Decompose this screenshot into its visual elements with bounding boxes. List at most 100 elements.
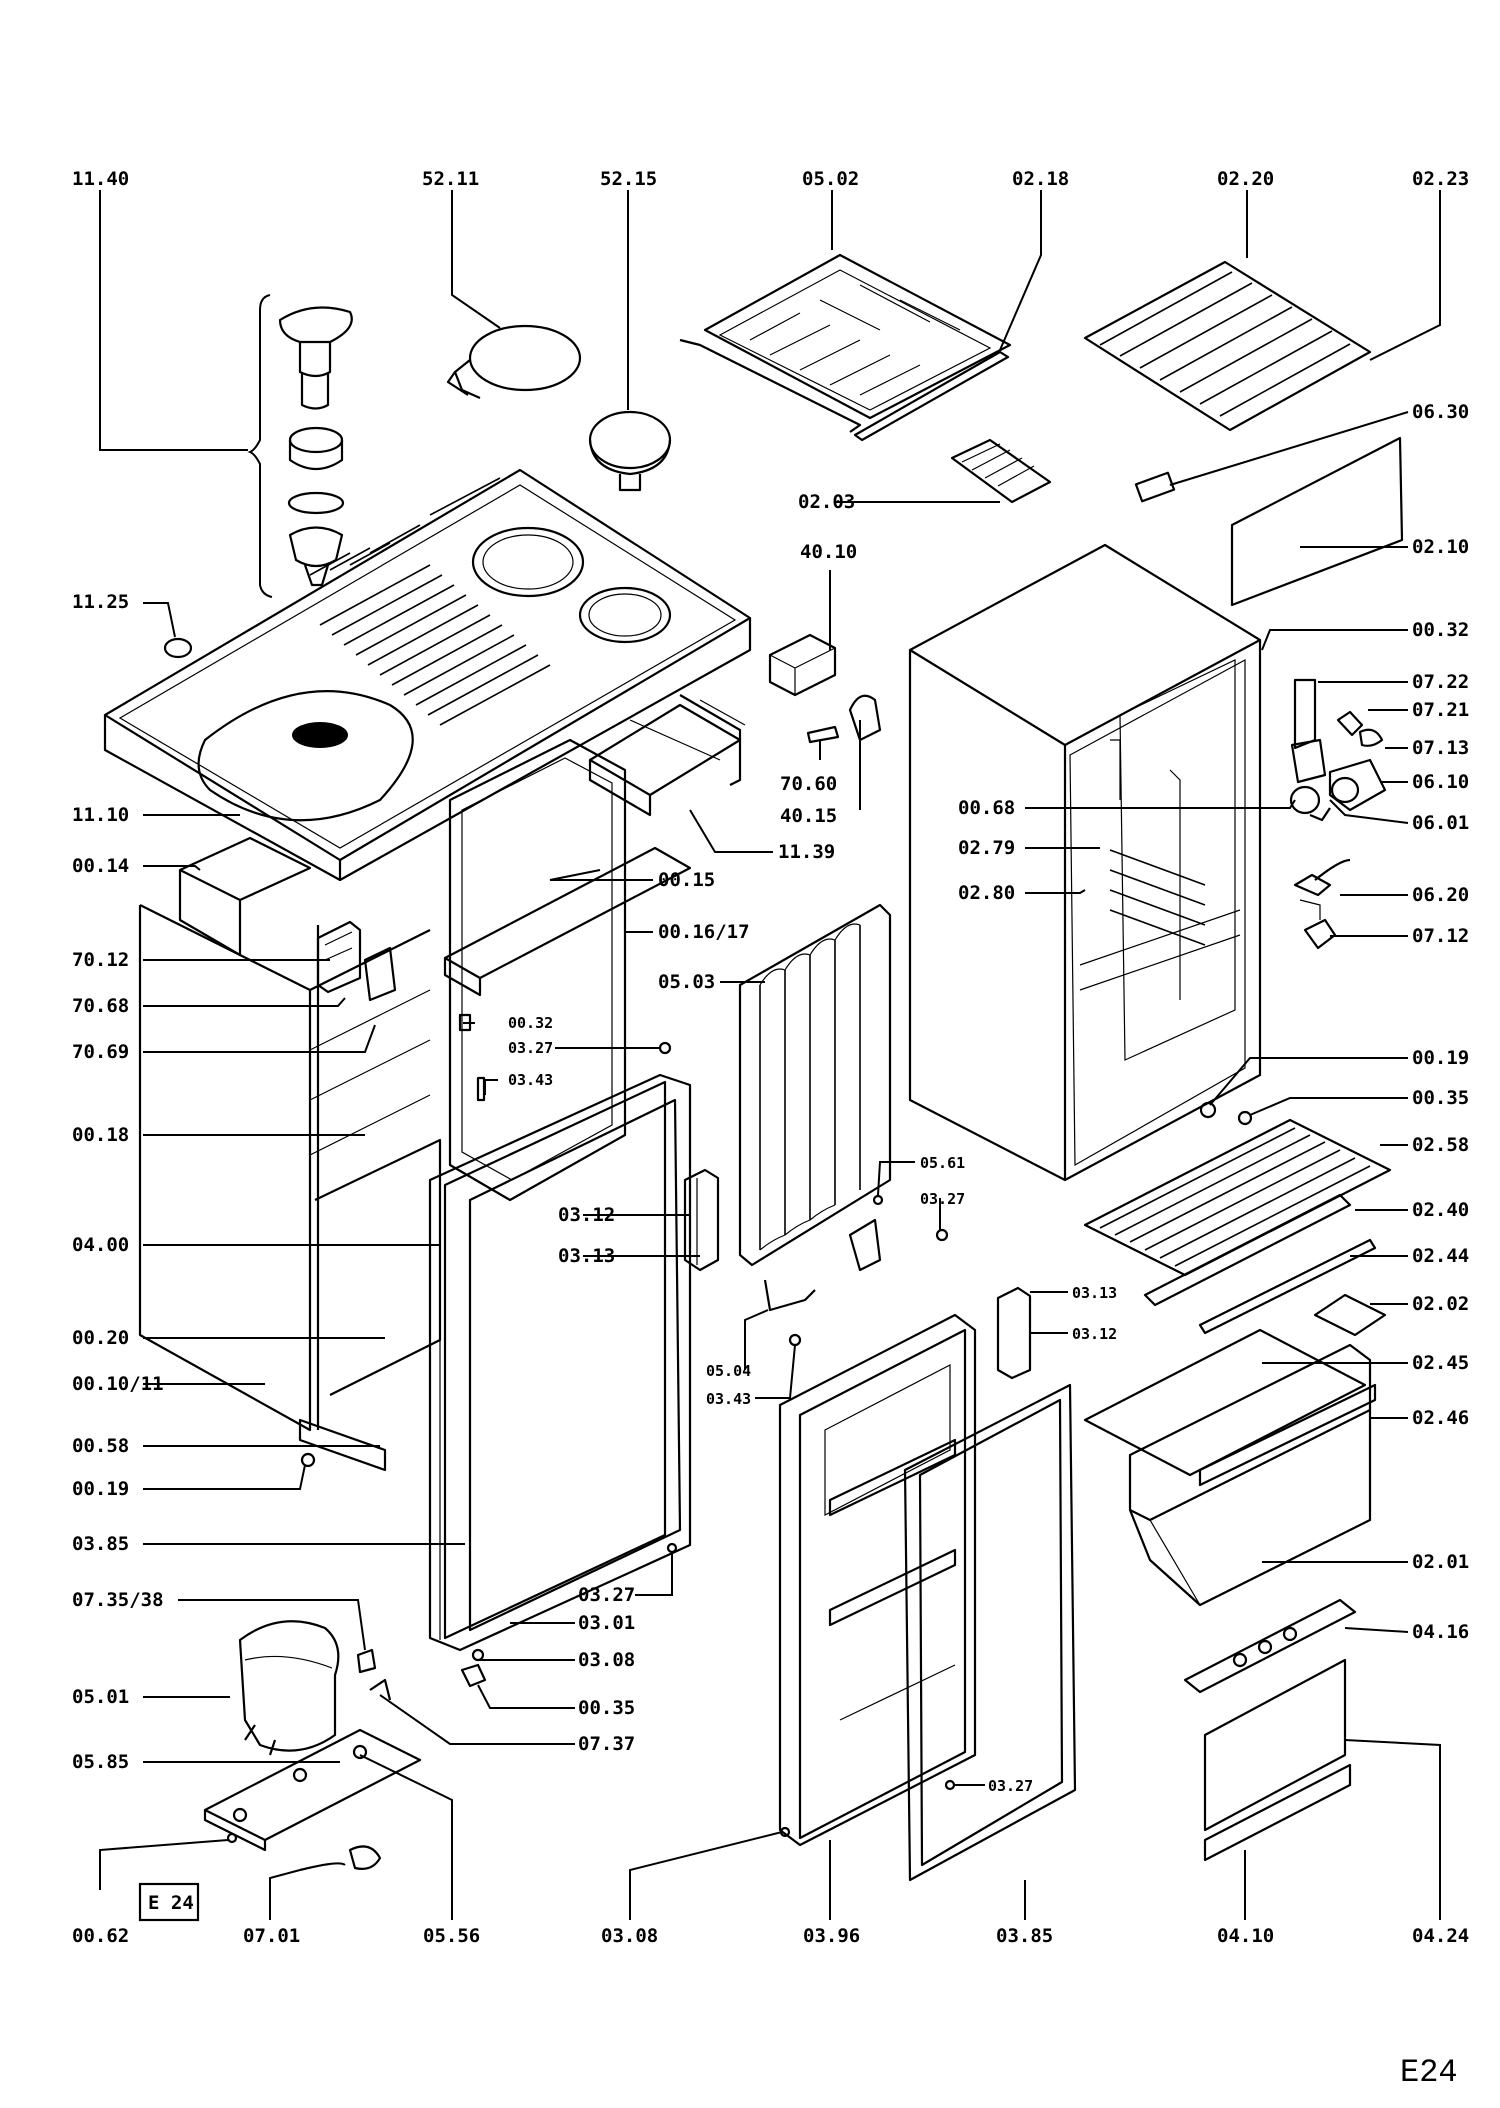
page-code-box: E 24 bbox=[138, 1882, 200, 1922]
page-code-box-label: E 24 bbox=[148, 1892, 194, 1914]
label-03-27a: 03.27 bbox=[508, 1039, 553, 1057]
label-11-10: 11.10 bbox=[72, 804, 129, 826]
label-02-23: 02.23 bbox=[1412, 168, 1469, 190]
label-70-60: 70.60 bbox=[780, 773, 837, 795]
label-05-02: 05.02 bbox=[802, 168, 859, 190]
screw-03-27-b bbox=[944, 1779, 956, 1791]
label-00-68: 00.68 bbox=[958, 797, 1015, 819]
label-05-03: 05.03 bbox=[658, 971, 715, 993]
label-02-44: 02.44 bbox=[1412, 1245, 1469, 1267]
control-panel-04-16 bbox=[1183, 1598, 1357, 1694]
door-gasket-03-85 bbox=[903, 1383, 1077, 1882]
label-03-13a: 03.13 bbox=[558, 1245, 615, 1267]
screw-03-27-a bbox=[666, 1542, 678, 1554]
label-70-12: 70.12 bbox=[72, 949, 129, 971]
label-05-04: 05.04 bbox=[706, 1362, 751, 1380]
label-06-01: 06.01 bbox=[1412, 812, 1469, 834]
label-00-62: 00.62 bbox=[72, 1925, 129, 1947]
thermostat-40-10 bbox=[768, 633, 837, 697]
label-00-35a: 00.35 bbox=[1412, 1087, 1469, 1109]
label-03-08a: 03.08 bbox=[578, 1649, 635, 1671]
foot-00-19-right bbox=[1199, 1101, 1217, 1119]
label-02-40: 02.40 bbox=[1412, 1199, 1469, 1221]
label-00-14: 00.14 bbox=[72, 855, 129, 877]
knob-40-15 bbox=[848, 694, 882, 742]
crisper-lid-02-02 bbox=[1313, 1293, 1387, 1337]
condenser-05-03 bbox=[738, 903, 892, 1312]
label-07-37: 07.37 bbox=[578, 1733, 635, 1755]
label-02-02: 02.02 bbox=[1412, 1293, 1469, 1315]
label-00-35b: 00.35 bbox=[578, 1697, 635, 1719]
crisper-drawer-02-01 bbox=[1128, 1343, 1377, 1607]
label-03-27b: 03.27 bbox=[920, 1190, 965, 1208]
label-00-16-17: 00.16/17 bbox=[658, 921, 750, 943]
label-05-61: 05.61 bbox=[920, 1154, 965, 1172]
screw-03-43-b bbox=[788, 1333, 802, 1347]
ice-tray-02-03 bbox=[950, 438, 1052, 504]
label-07-12: 07.12 bbox=[1412, 925, 1469, 947]
screw-00-62 bbox=[226, 1832, 238, 1844]
label-03-27c: 03.27 bbox=[578, 1584, 635, 1606]
label-03-13b: 03.13 bbox=[1072, 1284, 1117, 1302]
label-02-20: 02.20 bbox=[1217, 168, 1274, 190]
label-06-20: 06.20 bbox=[1412, 884, 1469, 906]
burner-cap-52-15 bbox=[588, 410, 672, 492]
rail-00-15 bbox=[443, 846, 692, 997]
cabinet-top-bracket bbox=[178, 870, 242, 957]
label-03-12b: 03.12 bbox=[1072, 1325, 1117, 1343]
label-07-35-38: 07.35/38 bbox=[72, 1589, 164, 1611]
label-02-79: 02.79 bbox=[958, 837, 1015, 859]
shelf-grill-02-20 bbox=[1083, 260, 1372, 432]
label-04-10: 04.10 bbox=[1217, 1925, 1274, 1947]
burner-cap-52-11 bbox=[446, 324, 582, 400]
power-cable-07-01 bbox=[299, 1845, 382, 1872]
label-02-03: 02.03 bbox=[798, 491, 855, 513]
label-11-25: 11.25 bbox=[72, 591, 129, 613]
label-40-15: 40.15 bbox=[780, 805, 837, 827]
label-00-58: 00.58 bbox=[72, 1435, 129, 1457]
label-05-85: 05.85 bbox=[72, 1751, 129, 1773]
screw-05-61 bbox=[872, 1194, 884, 1206]
label-11-40: 11.40 bbox=[72, 168, 129, 190]
label-07-21: 07.21 bbox=[1412, 699, 1469, 721]
crisper-cover-02-45 bbox=[1083, 1328, 1367, 1477]
label-00-10-11: 00.10/11 bbox=[72, 1373, 164, 1395]
label-00-32b: 00.32 bbox=[508, 1014, 553, 1032]
lamp-switch-parts bbox=[1289, 678, 1387, 822]
label-03-85a: 03.85 bbox=[72, 1533, 129, 1555]
label-04-16: 04.16 bbox=[1412, 1621, 1469, 1643]
leader-lines bbox=[99, 190, 1441, 1920]
strip-04-10 bbox=[1203, 1763, 1352, 1862]
label-07-01: 07.01 bbox=[243, 1925, 300, 1947]
sink-drain-assembly-11-40 bbox=[99, 190, 353, 598]
label-02-45: 02.45 bbox=[1412, 1352, 1469, 1374]
side-wall-00-10-11 bbox=[138, 904, 442, 1472]
label-00-15: 00.15 bbox=[658, 869, 715, 891]
hinge-00-35 bbox=[460, 1663, 487, 1688]
screw-03-27-c bbox=[935, 1228, 949, 1242]
screw-00-35-right bbox=[1237, 1110, 1253, 1126]
compressor-05-01 bbox=[238, 1620, 340, 1756]
label-04-24: 04.24 bbox=[1412, 1925, 1469, 1947]
freezer-shelf-05-02 bbox=[679, 253, 1012, 433]
part-labels: 11.40 52.11 52.15 05.02 02.18 02.20 02.2… bbox=[72, 168, 1469, 1947]
shelf-frame-02-44 bbox=[1143, 1193, 1377, 1335]
cooker-top-11-10 bbox=[103, 468, 752, 882]
label-03-12a: 03.12 bbox=[558, 1204, 615, 1226]
label-06-10: 06.10 bbox=[1412, 771, 1469, 793]
door-frame-00-16 bbox=[448, 738, 627, 1202]
label-11-39: 11.39 bbox=[778, 841, 835, 863]
panel-04-24 bbox=[1203, 1658, 1347, 1832]
foot-00-19 bbox=[300, 1452, 316, 1468]
label-00-20: 00.20 bbox=[72, 1327, 129, 1349]
panel-00-14 bbox=[178, 836, 312, 902]
door-handle-03-12 bbox=[683, 1168, 720, 1272]
label-52-15: 52.15 bbox=[600, 168, 657, 190]
label-70-68: 70.68 bbox=[72, 995, 129, 1017]
freezer-door-04-00 bbox=[428, 1073, 692, 1652]
screw-70-60 bbox=[806, 725, 840, 744]
label-00-19b: 00.19 bbox=[72, 1478, 129, 1500]
screw-03-08-a bbox=[471, 1648, 485, 1662]
label-03-43a: 03.43 bbox=[508, 1071, 553, 1089]
